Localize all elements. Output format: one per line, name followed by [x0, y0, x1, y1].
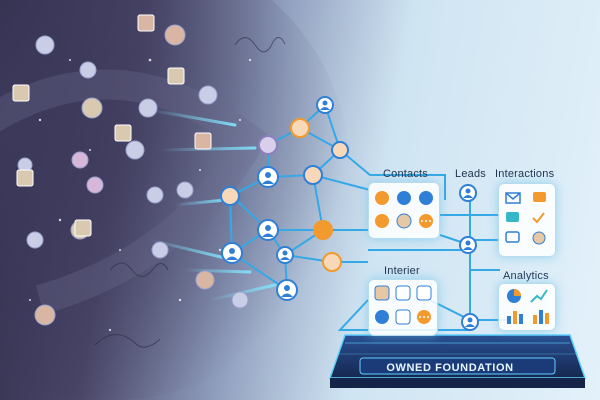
crowd-avatars: [12, 14, 249, 326]
scribbles: [94, 37, 286, 348]
stars: [19, 58, 252, 332]
dark-cloud: [0, 0, 350, 400]
interier-tiles: [374, 285, 432, 325]
interier-panel[interactable]: [368, 279, 438, 336]
analytics-label: Analytics: [503, 270, 549, 282]
interactions-label: Interactions: [495, 168, 555, 180]
analytics-panel[interactable]: [498, 283, 556, 331]
contacts-panel[interactable]: [368, 182, 440, 239]
leads-label: Leads: [455, 168, 486, 180]
foundation-title: OWNED FOUNDATION: [386, 362, 514, 374]
node-user-glyphs: [226, 100, 475, 327]
interactions-panel[interactable]: [498, 183, 556, 257]
swirl-band: [0, 69, 270, 315]
analytics-charts: [507, 289, 549, 324]
foundation-platform: [328, 334, 587, 388]
interactions-items: [505, 192, 546, 245]
contacts-label: Contacts: [383, 168, 429, 180]
contacts-tiles: [375, 191, 433, 229]
interier-label: Interier: [384, 265, 420, 277]
